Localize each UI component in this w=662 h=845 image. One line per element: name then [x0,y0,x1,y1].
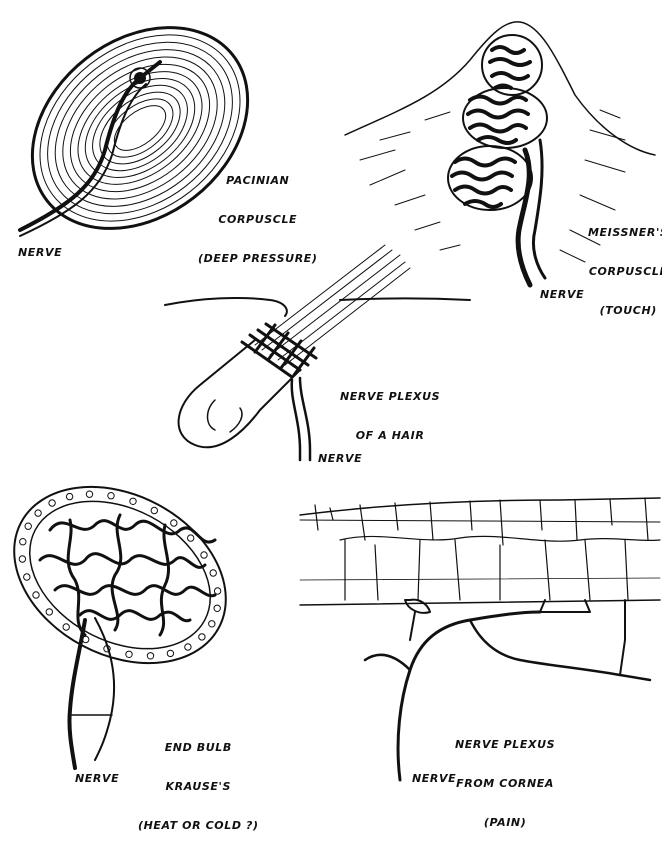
cornea-caption-line: NERVE PLEXUS [455,738,555,751]
capsule-cell [46,609,52,615]
meissner-caption: MEISSNER'S CORPUSCLE (TOUCH) [588,200,662,330]
cornea-caption-line: FROM CORNEA [455,777,555,790]
capsule-cell [108,493,114,499]
krause-caption-line: END BULB [138,741,259,754]
capsule-cell [210,570,216,576]
capsule-cell [63,624,69,630]
capsule-cell [214,588,220,594]
cornea-nerve-label: NERVE [412,772,456,785]
hair-caption-line: NERVE PLEXUS [340,390,440,403]
capsule-cell [20,539,26,545]
meissner-nerve-label: NERVE [540,288,584,301]
pacinian-nerve-label: NERVE [18,246,62,259]
capsule-cell [49,500,55,506]
krause-caption-line: (HEAT OR COLD ?) [138,819,259,832]
illustration-canvas [0,0,662,789]
capsule-cell [66,493,72,499]
krause-nerve-label: NERVE [75,772,119,785]
meissner-caption-line: MEISSNER'S [588,226,662,239]
hair-nerve-label: NERVE [318,452,362,465]
capsule-cell [209,621,215,627]
capsule-cell [167,650,173,656]
capsule-cell [19,556,25,562]
capsule-cell [33,592,39,598]
sensory-receptors-figure: PACINIAN CORPUSCLE (DEEP PRESSURE) NERVE… [0,0,662,789]
hair-plexus-caption: NERVE PLEXUS OF A HAIR [340,364,440,455]
capsule-cell [86,491,92,497]
krause-caption-line: KRAUSE'S [138,780,259,793]
krause-caption: END BULB KRAUSE'S (HEAT OR COLD ?) [138,715,259,845]
capsule-cell [151,507,157,513]
capsule-cell [130,498,136,504]
capsule-cell [214,605,220,611]
capsule-cell [24,574,30,580]
pacinian-caption-line: (DEEP PRESSURE) [198,252,318,265]
pacinian-caption-line: CORPUSCLE [198,213,318,226]
capsule-cell [201,552,207,558]
cornea-caption-line: (PAIN) [455,816,555,829]
capsule-cell [147,653,153,659]
meissner-caption-line: (TOUCH) [588,304,662,317]
pacinian-caption-line: PACINIAN [198,174,318,187]
pacinian-caption: PACINIAN CORPUSCLE (DEEP PRESSURE) [198,148,318,278]
capsule-cell [171,520,177,526]
capsule-cell [35,510,41,516]
meissner-caption-line: CORPUSCLE [588,265,662,278]
capsule-cell [25,523,31,529]
cornea-caption: NERVE PLEXUS FROM CORNEA (PAIN) [455,712,555,842]
capsule-cell [188,535,194,541]
capsule-cell [185,644,191,650]
capsule-cell [199,634,205,640]
hair-caption-line: OF A HAIR [340,429,440,442]
capsule-cell [126,651,132,657]
